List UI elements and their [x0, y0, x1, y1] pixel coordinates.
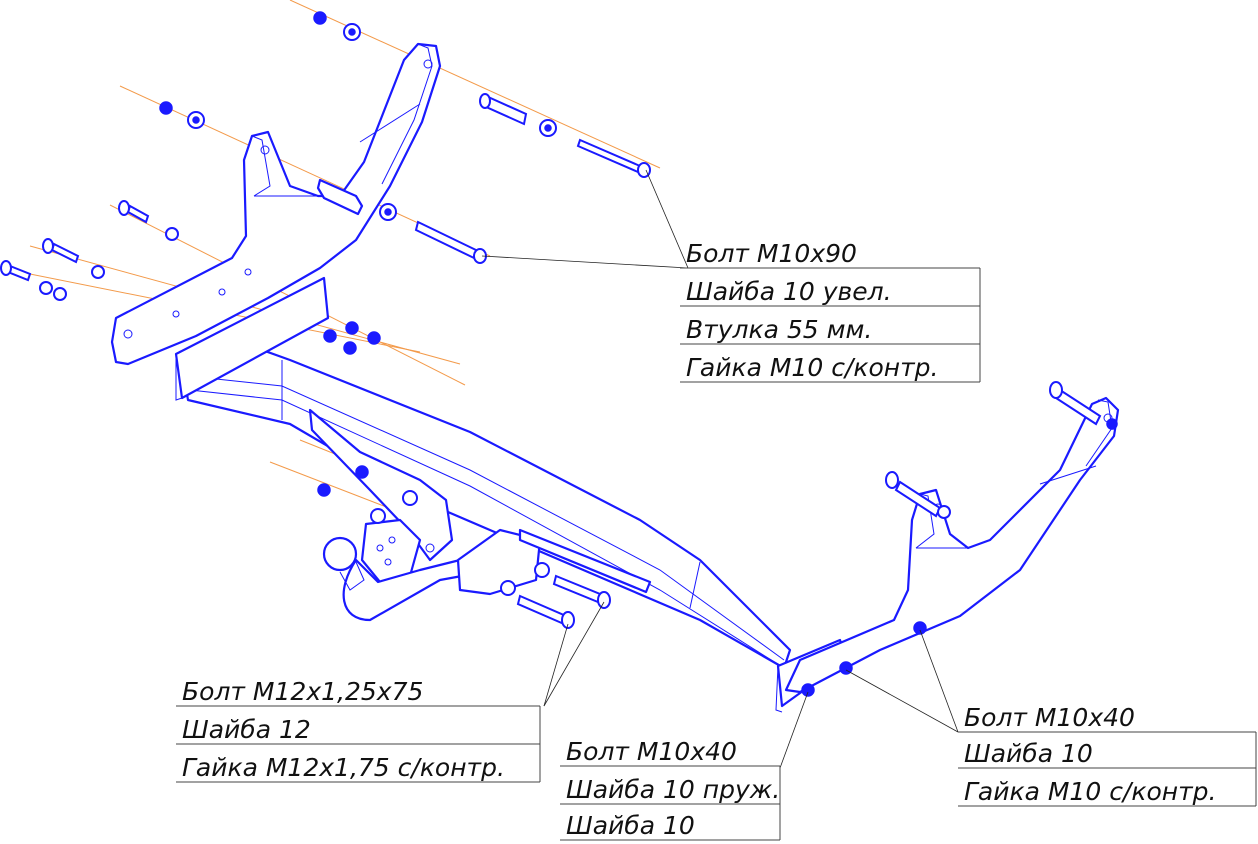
tow-ball-assembly [308, 408, 652, 622]
hardware [0, 11, 1118, 697]
callout-bottom-left: Болт М12х1,25х75 Шайба 12 Гайка М12х1,75… [176, 677, 541, 783]
callout-bottom-middle: Болт М10х40 Шайба 10 пруж. Шайба 10 [560, 737, 781, 841]
callout-top-right-line-4: Гайка М10 с/контр. [686, 353, 938, 382]
callout-bottom-right-line-3: Гайка М10 с/контр. [964, 777, 1216, 806]
callout-bottom-right: Болт М10х40 Шайба 10 Гайка М10 с/контр. [958, 703, 1257, 807]
callout-bottom-left-line-3: Гайка М12х1,75 с/контр. [182, 753, 505, 782]
callout-top-right: Болт М10х90 Шайба 10 увел. Втулка 55 мм.… [680, 239, 981, 383]
callout-bottom-middle-line-1: Болт М10х40 [566, 737, 737, 766]
callout-top-right-line-2: Шайба 10 увел. [686, 277, 892, 306]
leader-lines [481, 169, 959, 769]
callout-bottom-left-line-2: Шайба 12 [182, 715, 311, 744]
callout-bottom-middle-line-3: Шайба 10 [566, 811, 695, 840]
callout-bottom-right-line-1: Болт М10х40 [964, 703, 1135, 732]
left-mounting-bracket [110, 42, 442, 366]
callout-top-right-line-3: Втулка 55 мм. [686, 315, 872, 344]
callout-bottom-middle-line-2: Шайба 10 пруж. [566, 775, 780, 804]
callout-bottom-left-line-1: Болт М12х1,25х75 [182, 677, 423, 706]
callout-bottom-right-line-2: Шайба 10 [964, 739, 1093, 768]
right-mounting-bracket [784, 396, 1120, 694]
callout-top-right-line-1: Болт М10х90 [686, 239, 857, 268]
